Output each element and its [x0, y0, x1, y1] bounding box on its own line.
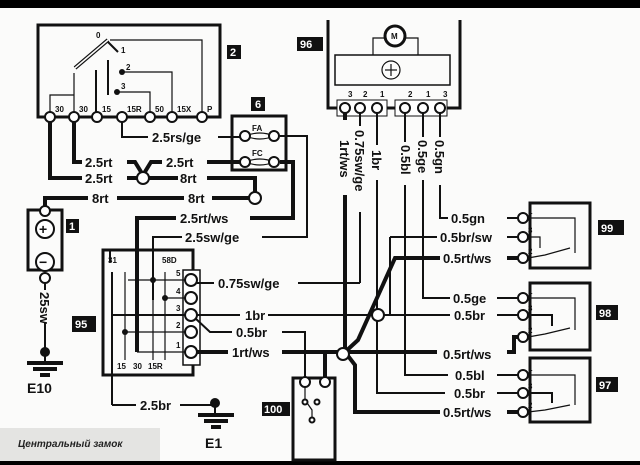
wire-label: 8rt [188, 191, 205, 206]
motor-unit: 96 M 3 2 1 2 1 3 [297, 20, 462, 117]
pin-label: 3 [176, 304, 181, 313]
pin-label: 3 [528, 226, 533, 235]
wire-label: 0.5br/sw [440, 230, 493, 245]
ignition-switch: 0 1 2 3 30 30 15 15R 50 15X P [36, 23, 222, 123]
pin-label: 2 [528, 247, 533, 256]
wire-label: 0.5rt/ws [443, 347, 491, 362]
control-unit: 95 31 58D 15 30 15R 5 4 3 2 1 [72, 248, 201, 405]
wire-label: 0.5gn [432, 140, 447, 174]
actuator-97: 97 1 3 2 [517, 356, 618, 424]
position-label: 3 [121, 82, 126, 91]
motor-label: M [391, 32, 398, 41]
wire-label: 0.5br [454, 308, 485, 323]
pin-label: 3 [348, 90, 353, 99]
pin-label: 2 [408, 90, 413, 99]
wire-label: 0.5ge [415, 140, 430, 173]
component-tag-95: 95 [75, 319, 87, 331]
wire-label: 0.5gn [451, 211, 485, 226]
component-tag-100: 100 [264, 404, 282, 416]
terminal-label: 58D [162, 256, 177, 265]
component-tag-2: 2 [230, 47, 236, 59]
pin-label: 1 [528, 207, 533, 216]
fuse-label: FC [252, 149, 263, 158]
pin-label: 5 [176, 269, 181, 278]
pin-label: 1 [426, 90, 431, 99]
pin-label: 2 [528, 401, 533, 410]
switch-100: 100 [262, 376, 337, 462]
terminal-label: 30 [55, 105, 64, 114]
actuator-98: 98 1 3 2 [517, 281, 618, 352]
plus-label: + [39, 221, 47, 237]
terminal-label: 30 [79, 105, 88, 114]
pin-label: 2 [363, 90, 368, 99]
pin-label: 2 [176, 321, 181, 330]
pin-label: 3 [443, 90, 448, 99]
wire-label: 0.5ge [453, 291, 486, 306]
actuator-99: 99 1 3 2 [517, 201, 624, 270]
component-tag-99: 99 [601, 223, 613, 235]
svg-text:E10: E10 [27, 380, 52, 396]
pin-label: 4 [176, 287, 181, 296]
wire-label: 0.5bl [398, 145, 413, 175]
component-tag-96: 96 [300, 39, 312, 51]
wire-label: 0.75sw/ge [218, 276, 279, 291]
component-tag-98: 98 [599, 308, 611, 320]
caption: Центральный замок [18, 439, 123, 450]
wire-label: 0.5rt/ws [443, 405, 491, 420]
wire-label: 0.5bl [455, 368, 485, 383]
ground-e1: E1 [198, 398, 234, 451]
pin-label: 1 [380, 90, 385, 99]
wire-label: 2.5rt [85, 171, 113, 186]
terminal-label: 30 [133, 362, 142, 371]
battery: + − 1 [26, 205, 79, 284]
minus-label: − [39, 254, 47, 270]
pin-label: 2 [528, 326, 533, 335]
terminal-label: 50 [155, 105, 164, 114]
component-tag-97: 97 [599, 380, 611, 392]
wire-label: 0.5br [236, 325, 267, 340]
wire-label: 1br [245, 308, 265, 323]
wire-label: 2.5rt [166, 155, 194, 170]
top-border [0, 0, 640, 8]
component-tag-1: 1 [69, 221, 75, 233]
wire-label: 1rt/ws [232, 345, 270, 360]
wire-label: 25sw [37, 292, 52, 325]
terminal-label: 15 [117, 362, 126, 371]
pin-label: 3 [528, 304, 533, 313]
wire-label: 2.5sw/ge [185, 230, 239, 245]
wire-label: 1rt/ws [337, 140, 352, 178]
wire-label: 2.5rs/ge [152, 130, 201, 145]
wire-label: 2.5rt [85, 155, 113, 170]
terminal-label: P [207, 105, 213, 114]
pin-label: 1 [528, 287, 533, 296]
position-label: 1 [121, 46, 126, 55]
pin-label: 1 [176, 341, 181, 350]
wire-label: 1br [369, 150, 384, 170]
terminal-label: 15R [148, 362, 163, 371]
component-tag-6: 6 [255, 99, 261, 111]
terminal-label: 15 [102, 105, 111, 114]
terminal-label: 31 [108, 256, 117, 265]
pin-label: 3 [528, 382, 533, 391]
wire-label: 8rt [92, 191, 109, 206]
position-label: 2 [126, 63, 131, 72]
pin-label: 1 [528, 364, 533, 373]
svg-text:E1: E1 [205, 435, 222, 451]
wire-label: 0.75sw/ge [352, 130, 367, 191]
ground-e10: E10 [27, 347, 63, 396]
wire-label: 0.5rt/ws [443, 251, 491, 266]
wire-label: 8rt [180, 171, 197, 186]
wire-label: 2.5rt/ws [180, 211, 228, 226]
terminal-label: 15X [177, 105, 192, 114]
caption-area [0, 428, 160, 461]
bottom-border [0, 461, 640, 465]
fuse-label: FA [252, 124, 262, 133]
terminal-label: 15R [127, 105, 142, 114]
wire-label: 0.5br [454, 386, 485, 401]
fuse-box: 6 FA FC [230, 97, 288, 172]
wire-label: 2.5br [140, 398, 171, 413]
position-label: 0 [96, 31, 101, 40]
